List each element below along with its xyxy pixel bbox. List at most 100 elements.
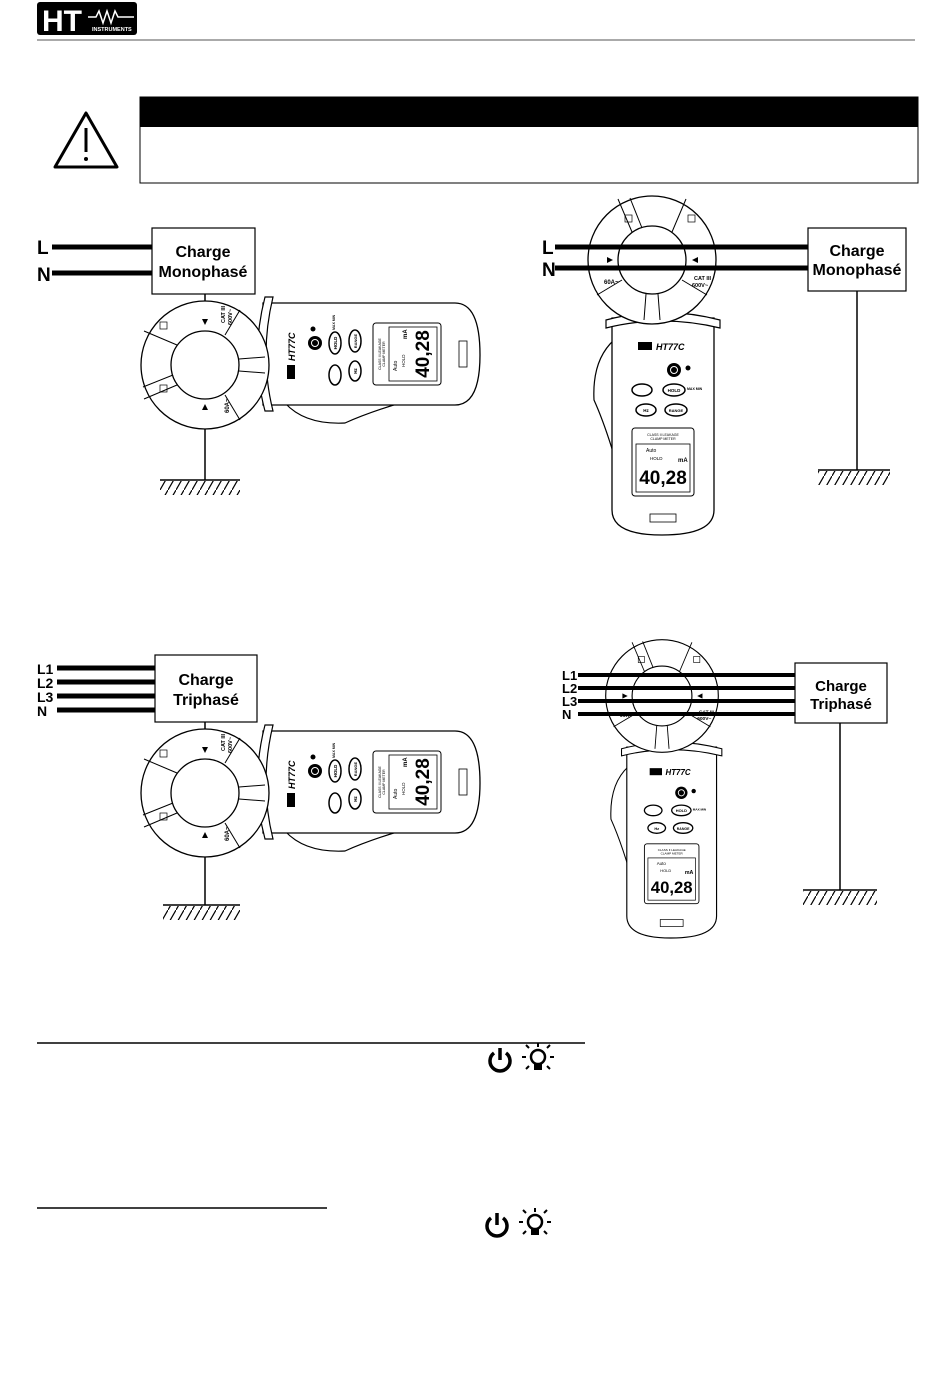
meter-display-unit: mA	[685, 870, 694, 876]
backlight-bulb-icon	[522, 1043, 554, 1070]
svg-text:INSTRUMENTS: INSTRUMENTS	[92, 27, 132, 33]
meter-class-label-2: CLAMP METER	[382, 341, 386, 367]
svg-text:Charge: Charge	[175, 244, 230, 261]
single-phase-diagram-vertical: 60A~ CAT III 600V~ HT77C HOLD Hz RANGE M…	[542, 195, 907, 536]
meter-display-hold: HOLD	[650, 456, 663, 461]
svg-text:L1: L1	[37, 661, 54, 677]
power-icon	[485, 1213, 509, 1238]
meter-buttons-1: RANGE	[353, 761, 358, 776]
svg-text:Charge: Charge	[178, 672, 233, 689]
ht-logo: HT INSTRUMENTS	[37, 2, 137, 38]
three-phase-diagram-horizontal: L1 L2 L3 N Charge Triphasé 60A~ CAT III …	[37, 654, 481, 920]
meter-display-unit: mA	[403, 757, 409, 767]
meter-display-value: 40,28	[413, 330, 434, 378]
svg-text:L: L	[542, 238, 554, 259]
svg-text:N: N	[542, 260, 556, 281]
clamp-meter: 60A~ CAT III 600V~ HT77C HOLD Hz RANGE M…	[587, 195, 721, 536]
meter-buttons-2: Hz	[643, 408, 649, 413]
svg-text:N: N	[562, 707, 571, 722]
meter-display-value: 40,28	[639, 468, 687, 489]
backlight-bulb-icon	[519, 1208, 551, 1235]
meter-display-hold: HOLD	[660, 868, 671, 873]
svg-text:Charge: Charge	[815, 678, 867, 695]
ground-symbol	[160, 481, 240, 495]
meter-display-value: 40,28	[413, 758, 434, 806]
meter-display-hold: HOLD	[401, 354, 406, 367]
meter-range-label: 60A~	[225, 398, 231, 413]
meter-cat-label-1: CAT III	[221, 734, 227, 751]
meter-buttons-0: HOLD	[668, 388, 681, 393]
svg-text:L3: L3	[562, 694, 577, 709]
power-icon	[488, 1048, 512, 1073]
warning-triangle-icon	[53, 111, 119, 169]
meter-display-unit: mA	[678, 458, 688, 464]
meter-display-auto: Auto	[393, 788, 399, 799]
three-phase-diagram-vertical: 60A~ CAT III 600V~ HT77C HOLD Hz RANGE M…	[562, 639, 888, 939]
meter-range-label: 60A~	[604, 280, 619, 286]
ground-symbol	[163, 906, 240, 920]
clamp-meter: 60A~ CAT III 600V~ HT77C HOLD Hz RANGE M…	[140, 724, 481, 858]
meter-buttons-2: Hz	[353, 368, 358, 374]
svg-text:Monophasé: Monophasé	[813, 262, 902, 279]
meter-cat-label-2: 600V~	[228, 309, 234, 325]
meter-cat-label-2: 600V~	[228, 737, 234, 753]
meter-buttons-0: HOLD	[333, 336, 338, 349]
load-box	[151, 227, 256, 295]
clamp-meter: 60A~ CAT III 600V~ HT77C HOLD Hz RANGE M…	[140, 296, 481, 430]
meter-maxmin-label: MAX MIN	[332, 742, 336, 758]
meter-display-value: 40,28	[651, 878, 693, 897]
meter-class-label-1: CLASS II LEAKAGE	[378, 337, 382, 369]
meter-buttons-0: HOLD	[676, 808, 687, 813]
ground-symbol	[803, 891, 877, 905]
meter-maxmin-label: MAX MIN	[693, 807, 707, 811]
meter-class-label-2: CLAMP METER	[382, 769, 386, 795]
load-box	[794, 662, 888, 724]
svg-text:Triphasé: Triphasé	[810, 696, 872, 713]
svg-text:L1: L1	[562, 668, 577, 683]
meter-model: HT77C	[287, 760, 297, 789]
meter-model: HT77C	[287, 332, 297, 361]
meter-class-label-1: CLASS II LEAKAGE	[647, 433, 679, 437]
meter-display-unit: mA	[403, 329, 409, 339]
line-label-n: N	[37, 265, 51, 286]
meter-buttons-1: RANGE	[677, 827, 690, 831]
svg-text:Charge: Charge	[829, 243, 884, 260]
meter-cat-label-2: 600V~	[692, 283, 708, 289]
svg-text:L2: L2	[37, 675, 54, 691]
meter-buttons-1: RANGE	[669, 408, 684, 413]
meter-class-label-2: CLAMP METER	[661, 851, 684, 855]
meter-display-auto: Auto	[646, 448, 657, 454]
svg-text:Triphasé: Triphasé	[173, 692, 239, 709]
meter-buttons-2: Hz	[654, 826, 659, 831]
meter-class-label-2: CLAMP METER	[650, 437, 676, 441]
svg-text:Monophasé: Monophasé	[159, 264, 248, 281]
svg-text:N: N	[37, 703, 47, 719]
single-phase-diagram-horizontal: L N Charge Monophasé 60A~ CAT III 600V~ …	[37, 227, 481, 495]
meter-class-label-1: CLASS II LEAKAGE	[378, 765, 382, 797]
meter-cat-label-1: CAT III	[221, 306, 227, 323]
clamp-meter: 60A~ CAT III 600V~ HT77C HOLD Hz RANGE M…	[605, 639, 723, 939]
meter-model: HT77C	[656, 342, 685, 352]
warning-box	[139, 96, 919, 184]
meter-range-label: 60A~	[225, 826, 231, 841]
meter-display-auto: Auto	[657, 861, 667, 866]
meter-display-auto: Auto	[393, 360, 399, 371]
meter-buttons-1: RANGE	[353, 333, 358, 348]
meter-cat-label-1: CAT III	[694, 276, 711, 282]
ground-symbol	[818, 471, 890, 485]
meter-maxmin-label: MAX MIN	[332, 314, 336, 330]
meter-class-label-1: CLASS II LEAKAGE	[658, 848, 686, 852]
load-box	[807, 227, 907, 292]
meter-range-label: 60A~	[620, 713, 633, 719]
svg-text:L3: L3	[37, 689, 54, 705]
load-box	[154, 654, 258, 723]
svg-text:HT: HT	[42, 5, 82, 38]
meter-buttons-2: Hz	[353, 796, 358, 802]
svg-text:L2: L2	[562, 681, 577, 696]
meter-model: HT77C	[666, 768, 691, 777]
line-label-l: L	[37, 238, 49, 259]
meter-maxmin-label: MAX MIN	[687, 387, 703, 391]
meter-buttons-0: HOLD	[333, 764, 338, 777]
